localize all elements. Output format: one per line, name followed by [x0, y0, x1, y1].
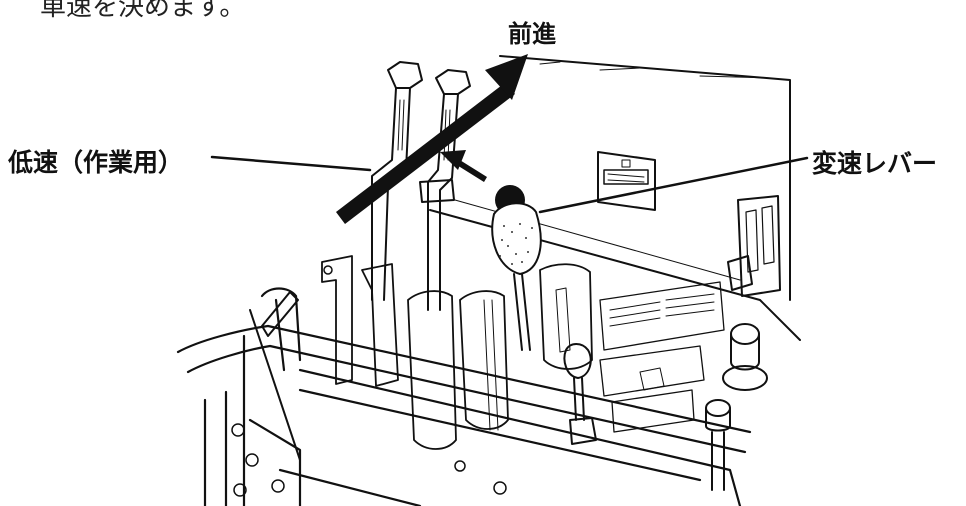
- shift-gate-slots: [321, 255, 593, 450]
- shift-lever-label: 変速レバー: [812, 149, 938, 178]
- small-shift-knob: [563, 343, 597, 445]
- low-speed-leader-line: [210, 155, 372, 172]
- right-side-plate: [727, 195, 781, 297]
- front-frame: [176, 287, 752, 506]
- shift-lever: [491, 185, 542, 351]
- frame-bolts: [231, 265, 507, 497]
- right-round-knobs: [705, 323, 768, 491]
- left-brace: [249, 291, 301, 461]
- shift-lever-leader-line: [538, 156, 809, 214]
- intro-text: 車速を決めます。: [40, 0, 246, 22]
- low-speed-label: 低速（作業用）: [8, 148, 184, 177]
- forward-arrow: [336, 54, 528, 224]
- rear-lever-right: [419, 69, 471, 311]
- forward-label: 前進: [508, 20, 556, 48]
- indicator-plate: [597, 151, 656, 211]
- low-speed-direction-arrow: [440, 150, 487, 182]
